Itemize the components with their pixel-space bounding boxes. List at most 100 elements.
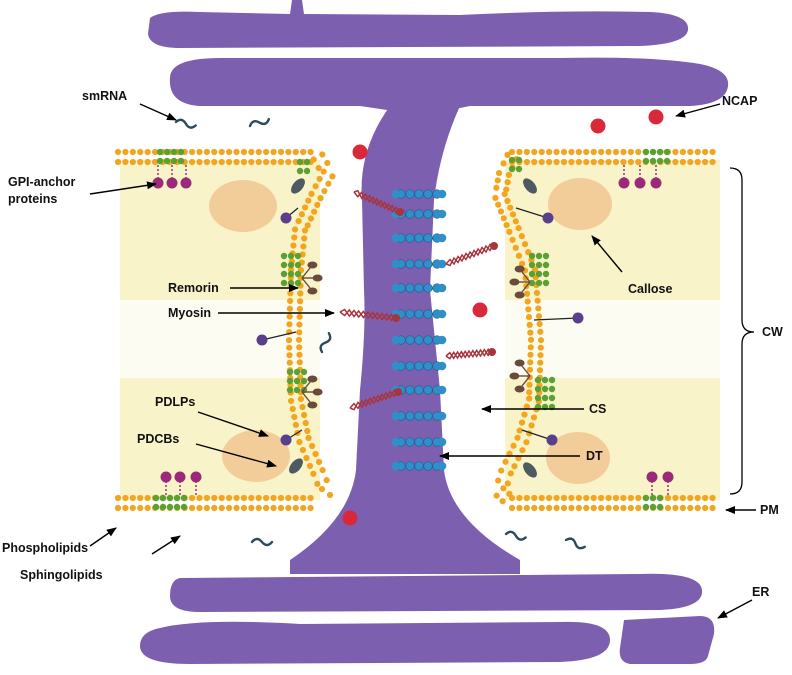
myosin-head	[490, 242, 498, 250]
label-smrna: smRNA	[82, 89, 127, 103]
sphingolipid	[649, 157, 657, 165]
phospholipid	[114, 504, 122, 512]
cytoplasmic-sleeve-bead	[437, 385, 447, 395]
phospholipid	[494, 177, 501, 184]
gpi-anchor-protein	[174, 471, 186, 483]
phospholipid	[226, 504, 233, 512]
phospholipid	[277, 504, 285, 512]
phospholipid	[277, 494, 285, 502]
phospholipid	[315, 164, 322, 172]
phospholipid	[508, 494, 516, 502]
cytoplasmic-sleeve-bead	[405, 209, 415, 219]
phospholipid	[590, 158, 597, 166]
phospholipid	[605, 504, 612, 512]
phospholipid	[514, 434, 521, 441]
phospholipid	[122, 158, 129, 166]
phospholipid	[291, 234, 298, 241]
sphingolipid	[642, 503, 650, 511]
sphingolipid	[159, 503, 167, 511]
sphingolipid	[656, 503, 664, 511]
sphingolipid	[177, 148, 185, 156]
phospholipid	[612, 158, 620, 166]
phospholipid	[240, 494, 248, 502]
phospholipid	[255, 504, 262, 512]
label-pdlps: PDLPs	[155, 395, 195, 409]
sphingolipid	[663, 148, 671, 156]
phospholipid	[277, 148, 285, 156]
phospholipid	[583, 504, 590, 512]
phospholipid	[240, 148, 248, 156]
remorin	[307, 375, 318, 383]
sphingolipid	[642, 494, 650, 502]
phospholipid	[568, 158, 575, 166]
phospholipid	[537, 328, 544, 335]
callose-deposit	[546, 432, 610, 484]
cytoplasmic-sleeve-bead	[414, 335, 424, 345]
phospholipid	[512, 244, 519, 251]
callose-deposit	[209, 180, 277, 232]
ncap-particle	[342, 510, 358, 526]
phospholipid	[679, 148, 686, 156]
er-cisterna	[140, 621, 610, 664]
cytoplasmic-sleeve-bead	[405, 335, 415, 345]
phospholipid	[495, 170, 503, 177]
arrow-pdcbs	[195, 443, 277, 468]
phospholipid	[575, 158, 582, 166]
phospholipid	[211, 148, 218, 156]
phospholipid	[314, 480, 321, 487]
phospholipid	[285, 148, 292, 156]
sphingolipid	[508, 165, 516, 173]
phospholipid	[512, 218, 519, 225]
phospholipid	[679, 158, 686, 166]
sphingolipid	[548, 394, 556, 402]
phospholipid	[248, 504, 255, 512]
sphingolipid	[156, 157, 164, 165]
phospholipid	[233, 148, 240, 156]
cytoplasmic-sleeve-bead	[437, 335, 447, 345]
phospholipid	[694, 504, 701, 512]
phospholipid	[702, 158, 709, 166]
cytoplasmic-sleeve-bead	[437, 209, 447, 219]
cytoplasmic-sleeve-bead	[423, 411, 433, 421]
cytoplasmic-sleeve-bead	[423, 233, 433, 243]
myosin-strand	[349, 388, 399, 411]
sphingolipid	[656, 494, 664, 502]
myosin-strand	[445, 243, 495, 266]
mobile-molecules	[174, 109, 664, 550]
phospholipid	[531, 266, 539, 273]
phospholipid	[635, 148, 642, 156]
cytoplasmic-sleeve-bead	[423, 335, 433, 345]
sphingolipid	[287, 279, 295, 287]
phospholipid	[196, 504, 203, 512]
arrow-ncap	[675, 103, 721, 118]
phospholipid	[498, 467, 505, 474]
phospholipid	[122, 494, 129, 502]
cytoplasmic-sleeve-bead	[391, 283, 401, 293]
cytoplasmic-sleeve-bead	[405, 309, 415, 319]
phospholipid	[516, 494, 523, 502]
cytoplasmic-sleeve-bead	[423, 461, 433, 471]
phospholipid	[568, 494, 575, 502]
phospholipid	[305, 197, 312, 204]
phospholipid	[188, 158, 196, 166]
phospholipid	[188, 148, 196, 156]
gpi-anchor-protein	[152, 177, 164, 189]
phospholipid	[285, 494, 292, 502]
label-remorin: Remorin	[168, 281, 219, 295]
phospholipid	[320, 168, 327, 175]
sphingolipid	[166, 503, 174, 511]
phospholipid	[627, 148, 634, 156]
sphingolipid	[173, 494, 181, 502]
phospholipid	[296, 329, 303, 336]
cytoplasmic-sleeve-bead	[405, 385, 415, 395]
phospholipid	[312, 183, 319, 190]
phospholipid	[151, 148, 159, 156]
phospholipid	[709, 148, 716, 156]
cytoplasmic-sleeve-bead	[405, 461, 415, 471]
phospholipid	[535, 305, 542, 312]
phospholipid	[515, 252, 523, 259]
callose-deposits	[209, 178, 612, 484]
cytoplasmic-sleeve-bead	[423, 385, 433, 395]
phospholipid	[188, 504, 196, 512]
label-phospholipids: Phospholipids	[2, 541, 88, 555]
